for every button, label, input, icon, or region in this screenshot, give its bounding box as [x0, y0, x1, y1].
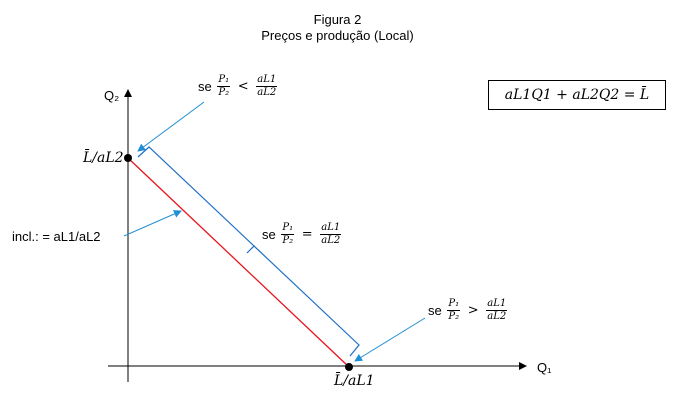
budget-line — [127, 157, 350, 368]
slope-label: incl.: = aL1/aL2 — [12, 229, 101, 244]
y-intercept-point — [124, 154, 132, 162]
arrow-less — [137, 101, 205, 152]
equation-box: aL1Q1 + aL2Q2 = L̄ — [488, 80, 666, 110]
x-intercept-label: L̄/aL1 — [334, 373, 375, 389]
brace — [137, 146, 360, 357]
arrow-slope — [123, 210, 182, 237]
y-intercept-label: L̄/aL2 — [83, 150, 124, 166]
x-axis-label: Q₁ — [537, 360, 552, 375]
x-intercept-point — [345, 363, 353, 371]
figure-subtitle: Preços e produção (Local) — [261, 28, 414, 43]
figure-title: Figura 2 — [313, 12, 362, 27]
y-axis-label: Q₂ — [104, 88, 120, 103]
arrow-greater — [354, 317, 426, 362]
